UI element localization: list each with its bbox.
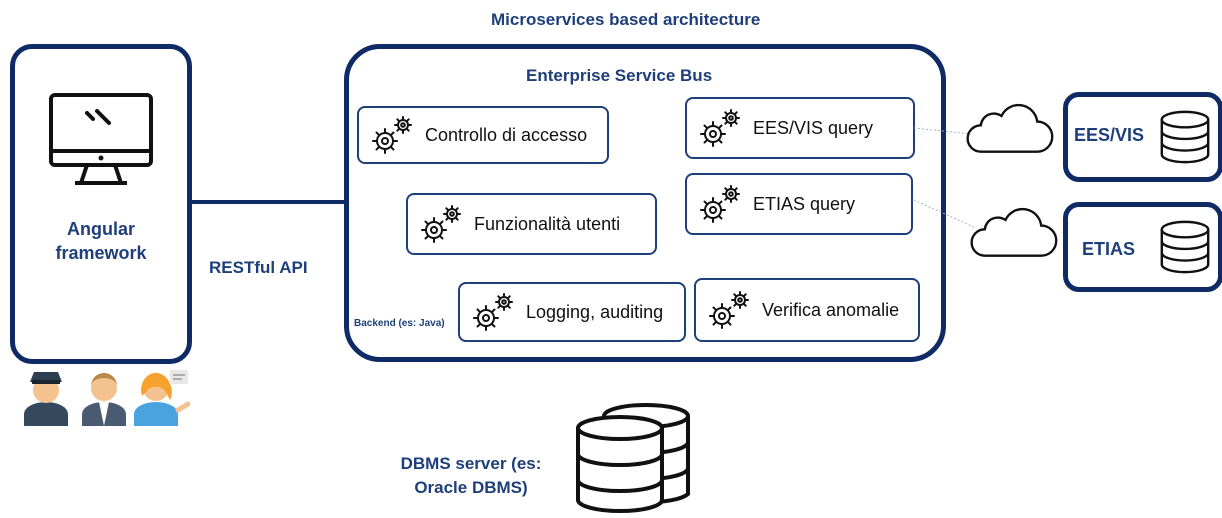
database-icon — [1156, 107, 1214, 167]
service-label: Funzionalità utenti — [474, 213, 621, 234]
database-stack-icon — [576, 403, 690, 513]
service-label: Verifica anomalie — [762, 299, 900, 320]
cloud-icon — [962, 100, 1056, 162]
frontend-label: Angular framework — [15, 217, 187, 265]
service-logging-auditing: Logging, auditing — [458, 282, 686, 342]
dbms-label-line1: DBMS server (es: — [400, 454, 542, 473]
external-system-label: EES/VIS — [1074, 125, 1145, 145]
backend-label: Backend (es: Java) — [354, 318, 445, 329]
dbms-label: DBMS server (es: Oracle DBMS) — [396, 452, 546, 500]
service-etias-query: ETIAS query — [685, 173, 913, 235]
connector-line — [192, 200, 344, 204]
service-verifica-anomalie: Verifica anomalie — [694, 278, 920, 342]
desktop-monitor-icon — [49, 93, 153, 185]
cloud-connectors — [914, 127, 977, 229]
service-funzionalita-utenti: Funzionalità utenti — [406, 193, 657, 255]
service-label: EES/VIS query — [753, 117, 874, 138]
service-label: Controllo di accesso — [425, 124, 588, 145]
external-system-ees-vis: EES/VIS — [1063, 92, 1222, 182]
gears-icon — [416, 202, 468, 246]
frontend-label-line1: Angular — [66, 219, 135, 239]
service-controllo-accesso: Controllo di accesso — [357, 106, 609, 164]
api-label: RESTful API — [209, 258, 308, 277]
service-label: ETIAS query — [753, 193, 856, 214]
gears-icon — [695, 182, 747, 226]
dbms-label-line2: Oracle DBMS) — [414, 478, 528, 497]
frontend-label-line2: framework — [55, 243, 147, 263]
service-label: Logging, auditing — [526, 301, 664, 322]
database-icon — [1156, 217, 1214, 277]
external-system-etias: ETIAS — [1063, 202, 1222, 292]
external-system-label: ETIAS — [1082, 239, 1136, 259]
cloud-icon — [966, 204, 1060, 266]
gears-icon — [367, 113, 419, 157]
service-ees-vis-query: EES/VIS query — [685, 97, 915, 159]
users-group-icon — [24, 370, 190, 426]
gears-icon — [695, 106, 747, 150]
gears-icon — [704, 288, 756, 332]
esb-title: Enterprise Service Bus — [526, 66, 713, 85]
frontend-box: Angular framework — [10, 44, 192, 364]
gears-icon — [468, 290, 520, 334]
diagram-title: Microservices based architecture — [491, 10, 761, 29]
